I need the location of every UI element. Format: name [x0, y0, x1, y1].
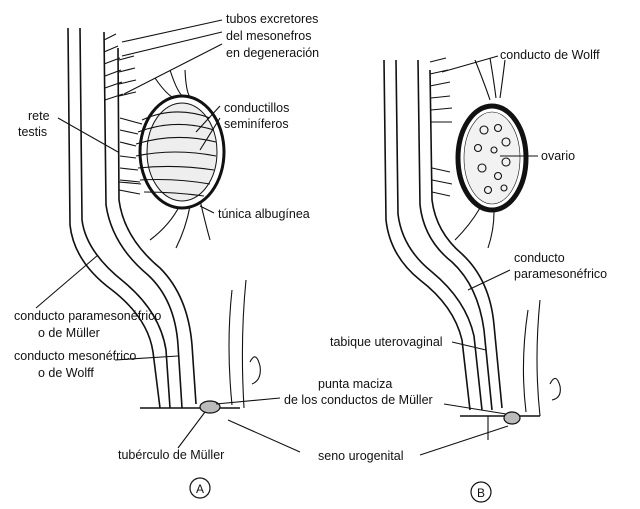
ovary: [454, 57, 529, 249]
label-ovario: ovario: [541, 149, 575, 163]
leader-paramesonefrico-a: [35, 254, 99, 309]
label-paramesonefrico-b-2: paramesonéfrico: [514, 267, 607, 281]
label-tubos-1: tubos excretores: [226, 12, 318, 26]
leader-mesonefrico-a: [114, 355, 179, 361]
label-punta-1: punta maciza: [318, 377, 392, 391]
panel-b-badge: [470, 481, 492, 503]
label-conductillos-1: conductillos: [224, 101, 289, 115]
leader-tuberculo: [177, 411, 206, 449]
leader-tubos: [121, 19, 223, 95]
leader-seno-a: [227, 419, 301, 453]
label-tubos-2: del mesonefros: [226, 29, 311, 43]
leader-seno-b: [419, 425, 509, 456]
testis: [119, 69, 226, 249]
label-tubos-3: en degeneración: [226, 46, 319, 60]
label-conductillos-2: seminíferos: [224, 117, 289, 131]
leader-punta: [215, 397, 281, 405]
label-paramesonefrico-a-1: conducto paramesonéfrico: [14, 309, 161, 323]
muller-tubercle-a: [199, 400, 221, 414]
label-paramesonefrico-a-2: o de Müller: [38, 326, 100, 340]
urogenital-sinus-b: [460, 299, 561, 440]
label-rete-1: rete: [28, 109, 50, 123]
leader-conductillos: [195, 105, 221, 151]
panel-a: tubos excretores del mesonefros en degen…: [14, 12, 433, 499]
panel-b: conducto de Wolff ovario conducto parame…: [330, 48, 607, 503]
label-mesonefrico-2: o de Wolff: [38, 366, 94, 380]
leader-punta-b: [443, 403, 507, 415]
label-rete-2: testis: [18, 125, 47, 139]
label-punta-2: de los conductos de Müller: [284, 393, 433, 407]
mesonephric-duct-b: [417, 59, 503, 411]
label-tunica: túnica albugínea: [218, 207, 310, 221]
label-wolff: conducto de Wolff: [500, 48, 600, 62]
leader-tabique: [451, 341, 487, 351]
paramesonephric-duct-b: [383, 59, 483, 411]
excretory-tubules-b: [429, 57, 453, 197]
muller-tubercle-b: [503, 411, 521, 425]
panel-a-badge: [189, 477, 211, 499]
panel-a-letter: A: [196, 482, 204, 496]
label-seno: seno urogenital: [318, 449, 403, 463]
paramesonephric-duct-a: [67, 27, 171, 409]
urogenital-sinus-a: [140, 279, 261, 409]
leader-rete: [57, 117, 119, 153]
label-tabique: tabique uterovaginal: [330, 335, 443, 349]
excretory-tubules-a: [103, 33, 142, 195]
panel-b-letter: B: [477, 486, 485, 500]
ovary-follicles: [473, 123, 511, 195]
leader-tunica: [199, 205, 215, 214]
label-mesonefrico-1: conducto mesonéfrico: [14, 349, 136, 363]
mesonephric-duct-a: [103, 31, 197, 409]
label-paramesonefrico-b-1: conducto: [514, 251, 565, 265]
leader-wolff: [441, 55, 499, 73]
leader-paramesonefrico-b: [467, 269, 511, 291]
label-tuberculo: tubérculo de Müller: [118, 448, 224, 462]
